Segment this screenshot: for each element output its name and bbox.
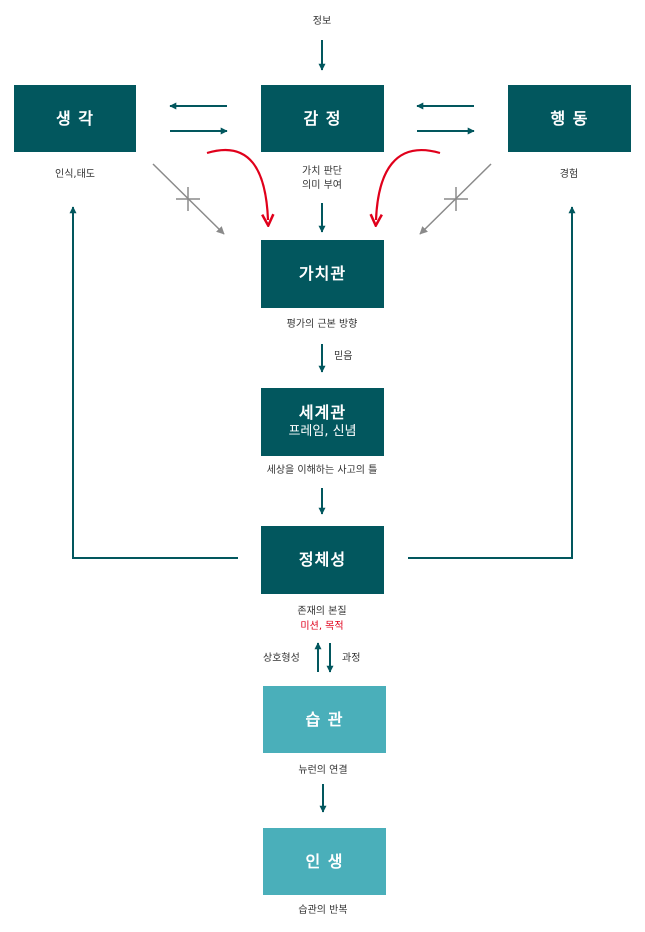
worldview-box: 세계관 프레임, 신념 — [261, 388, 384, 456]
red-arrow-right — [376, 149, 441, 220]
action-desc: 경험 — [559, 169, 579, 180]
worldview-label: 세계관 — [298, 403, 347, 422]
action-box: 행 동 — [508, 85, 631, 152]
mutual-left-label: 상호형성 — [263, 653, 300, 664]
emotion-label: 감 정 — [303, 108, 342, 128]
identity-desc-red: 미션, 목적 — [300, 621, 344, 632]
action-label: 행 동 — [550, 108, 589, 128]
life-desc: 습관의 반복 — [298, 905, 348, 916]
habit-desc: 뉴런의 연결 — [298, 765, 348, 776]
identity-label: 정체성 — [298, 550, 347, 569]
thought-box: 생 각 — [14, 85, 136, 152]
red-arrow-left — [206, 148, 268, 220]
habit-box: 습 관 — [263, 686, 386, 753]
worldview-sub-label: 프레임, 신념 — [288, 424, 357, 439]
thought-label: 생 각 — [55, 108, 94, 128]
feedback-identity-to-action — [408, 206, 576, 559]
emotion-desc-2: 의미 부여 — [302, 180, 342, 191]
mutual-right-label: 과정 — [342, 653, 361, 664]
info-label: 정보 — [312, 16, 332, 27]
habit-label: 습 관 — [305, 709, 344, 729]
emotion-desc-1: 가치 판단 — [302, 166, 342, 177]
emotion-box: 감 정 — [261, 85, 384, 152]
feedback-identity-to-thought — [69, 206, 238, 559]
identity-box: 정체성 — [261, 526, 384, 594]
life-label: 인 생 — [305, 851, 344, 871]
values-desc: 평가의 근본 방향 — [286, 319, 358, 330]
identity-desc: 존재의 본질 — [297, 606, 347, 617]
thought-desc: 인식,태도 — [55, 169, 95, 180]
belief-label: 믿음 — [334, 351, 353, 362]
values-label: 가치관 — [298, 264, 347, 283]
life-box: 인 생 — [263, 828, 386, 895]
values-box: 가치관 — [261, 240, 384, 308]
worldview-desc: 세상을 이해하는 사고의 틀 — [266, 465, 378, 476]
